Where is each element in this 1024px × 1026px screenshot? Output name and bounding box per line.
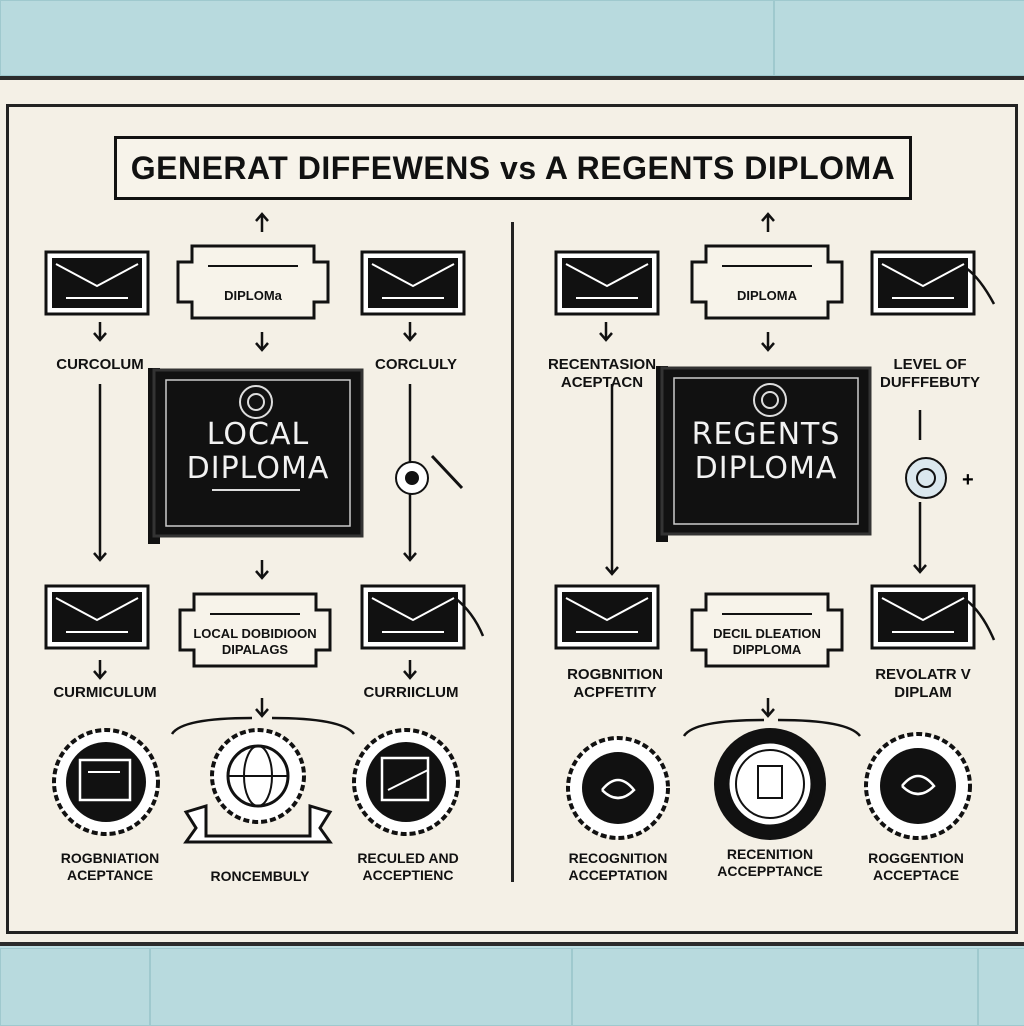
center-divider (511, 222, 514, 882)
envelope-icon (554, 584, 660, 650)
star-seal-icon (714, 728, 826, 840)
regents-diploma-title: REGENTS DIPLOMA (691, 417, 841, 486)
wall-tile (572, 948, 978, 1026)
seal-icon (905, 457, 947, 499)
banner-shape (176, 244, 330, 320)
wall-tile (0, 948, 150, 1026)
left-top-banner-label: DIPLOMa (224, 288, 282, 303)
envelope-icon (870, 250, 976, 316)
right-top-banner-label: DIPLOMA (737, 288, 797, 303)
right-seal-caption-1: RECOGNITION ACCEPTATION (568, 850, 668, 883)
banner-shape (690, 244, 844, 320)
left-seal-caption-3: RECULED AND ACCEPTIENC (357, 850, 459, 883)
local-diploma-card (148, 368, 364, 544)
arrow-down-icon (598, 320, 614, 342)
envelope-icon (44, 584, 150, 650)
wall-tile (774, 0, 1024, 76)
arrow-down-icon (760, 330, 776, 352)
right-mid-banner-label: DECIL DLEATION DIPPLOMA (713, 626, 821, 657)
right-label-mid-right: REVOLATR V DIPLAM (875, 666, 971, 701)
pen-icon (430, 454, 464, 490)
left-mid-banner-label: LOCAL DOBIDIOON DIPALAGS (193, 626, 317, 657)
arrow-up-icon (760, 212, 776, 234)
envelope-icon (554, 250, 660, 316)
left-label-curriculum-mid: CURMICULUM (53, 684, 157, 701)
seal-icon (864, 732, 972, 840)
right-label-left-top: RECENTASION ACEPTACN (547, 356, 657, 391)
arrow-down-icon (92, 658, 108, 680)
seal-icon (566, 736, 670, 840)
arrow-down-icon (402, 320, 418, 342)
globe-seal-icon (183, 728, 333, 844)
left-label-curriculum-top: CURCOLUM (56, 356, 144, 373)
arrow-down-icon (254, 558, 270, 580)
envelope-icon (360, 250, 466, 316)
left-seal-caption-1: ROGBNIATION ACEPTANCE (60, 850, 160, 883)
poster-title: GENERAT DIFFEWENS vs A REGENTS DIPLOMA (114, 136, 912, 200)
left-label-curriculum-mid-right: CURRIICLUM (363, 684, 459, 701)
right-seal-caption-2: RECENITION ACCEPPTANCE (717, 846, 823, 879)
arrow-down-icon (760, 696, 776, 718)
envelope-icon (360, 584, 466, 650)
arrow-down-icon (254, 696, 270, 718)
seal-icon (352, 728, 460, 836)
right-label-mid-left: ROGBNITION ACPFETITY (567, 666, 663, 701)
arrow-up-icon (254, 212, 270, 234)
wall-tile (0, 0, 774, 76)
arrow-down-icon (402, 658, 418, 680)
left-label-right-top: CORCLULY (375, 356, 457, 373)
envelope-icon (870, 584, 976, 650)
left-seal-caption-2: RONCEMBULY (210, 868, 310, 884)
arrow-down-icon (254, 330, 270, 352)
regents-diploma-card (656, 366, 872, 542)
envelope-icon (44, 250, 150, 316)
arrow-down-icon (92, 320, 108, 342)
seal-icon (52, 728, 160, 836)
right-label-right-top: LEVEL OF DUFFFEBUTY (880, 356, 980, 391)
svg-text:+: + (962, 469, 974, 491)
local-diploma-title: LOCAL DIPLOMA (186, 417, 330, 486)
poster-frame (6, 104, 1018, 934)
right-seal-caption-3: ROGGENTION ACCEPTACE (868, 850, 964, 883)
